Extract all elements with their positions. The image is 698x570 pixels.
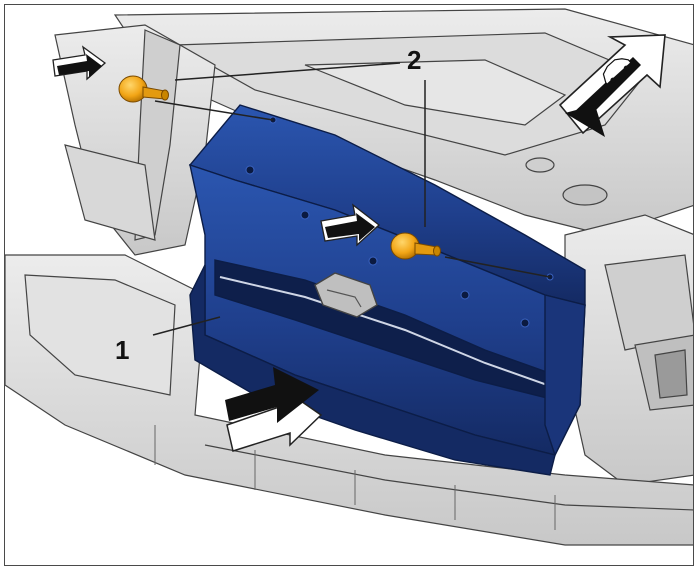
car-body-structure — [5, 8, 693, 546]
diagram-frame: 1 2 — [4, 4, 694, 566]
leader-lines — [152, 62, 551, 336]
removal-direction-arrow — [225, 367, 323, 452]
callout-1: 1 — [115, 335, 130, 365]
air-duct-panel — [188, 104, 586, 476]
leader-line-2a — [174, 62, 401, 81]
leader-line-1 — [152, 316, 221, 336]
push-rivet-upper — [118, 75, 169, 103]
direction-of-travel-icon — [558, 34, 666, 137]
push-arrow-icon — [320, 203, 381, 247]
callout-2: 2 — [407, 45, 422, 75]
leader-line-2d — [444, 256, 551, 278]
panel-lower-scoop — [189, 264, 556, 476]
leader-line-2b — [154, 100, 274, 121]
diagram-illustration — [5, 8, 693, 546]
push-arrow-icon — [52, 45, 107, 81]
push-rivet-lower — [390, 232, 441, 260]
